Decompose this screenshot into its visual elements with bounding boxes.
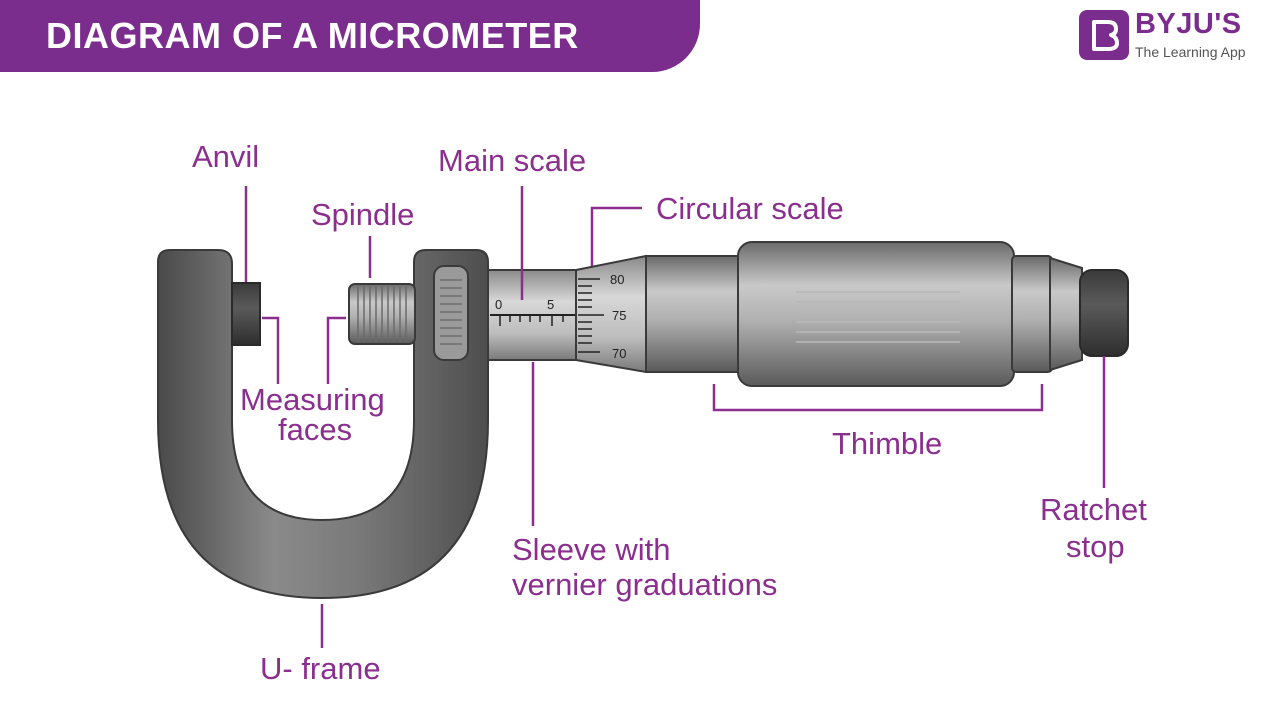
- measuring-faces-leader-left: [262, 316, 280, 384]
- thimble-knurling: [796, 291, 960, 343]
- thimble-neck: [645, 255, 741, 373]
- circular-scale-leader: [590, 206, 642, 266]
- brand-name: BYJU'S: [1135, 8, 1242, 40]
- label-thimble: Thimble: [832, 426, 942, 461]
- anvil: [231, 282, 261, 346]
- measuring-faces-leader-right: [326, 316, 346, 384]
- ratchet-stop: [1079, 269, 1129, 357]
- label-anvil: Anvil: [192, 139, 259, 174]
- label-spindle: Spindle: [311, 197, 414, 232]
- ratchet-taper: [1049, 256, 1083, 372]
- frame-grip-lines: [440, 279, 462, 345]
- title-banner: DIAGRAM OF A MICROMETER: [0, 0, 700, 72]
- brand-tagline: The Learning App: [1135, 44, 1246, 60]
- main-scale-label-5: 5: [547, 297, 554, 312]
- main-scale-label-0: 0: [495, 297, 502, 312]
- label-u-frame: U- frame: [260, 651, 381, 686]
- circular-scale-label-75: 75: [612, 308, 626, 323]
- brand-b-icon: [1092, 20, 1119, 51]
- label-ratchet-stop-line1: Ratchet: [1040, 492, 1147, 527]
- spindle-threads: [357, 286, 407, 342]
- brand-mark-icon: [1079, 10, 1129, 60]
- main-scale-ticks: [499, 315, 564, 326]
- brand-logo: BYJU'S The Learning App: [1079, 8, 1269, 66]
- label-main-scale: Main scale: [438, 143, 586, 178]
- page-title: DIAGRAM OF A MICROMETER: [46, 15, 579, 56]
- label-circular-scale: Circular scale: [656, 191, 844, 226]
- circular-scale-label-80: 80: [610, 272, 624, 287]
- thimble: [737, 241, 1015, 387]
- u-frame-body: [157, 249, 489, 600]
- label-sleeve-line1: Sleeve with: [512, 532, 671, 567]
- label-ratchet-stop-line2: stop: [1066, 529, 1125, 564]
- leader-lines: [244, 186, 1106, 648]
- label-measuring-faces-line1: Measuring: [240, 382, 385, 417]
- label-measuring-faces-line2: faces: [278, 412, 352, 447]
- circular-scale-label-70: 70: [612, 346, 626, 361]
- thimble-bracket: [712, 384, 1044, 412]
- circular-scale-ticks: [578, 278, 604, 353]
- thimble-rear-collar: [1011, 255, 1053, 373]
- label-sleeve-line2: vernier graduations: [512, 567, 777, 602]
